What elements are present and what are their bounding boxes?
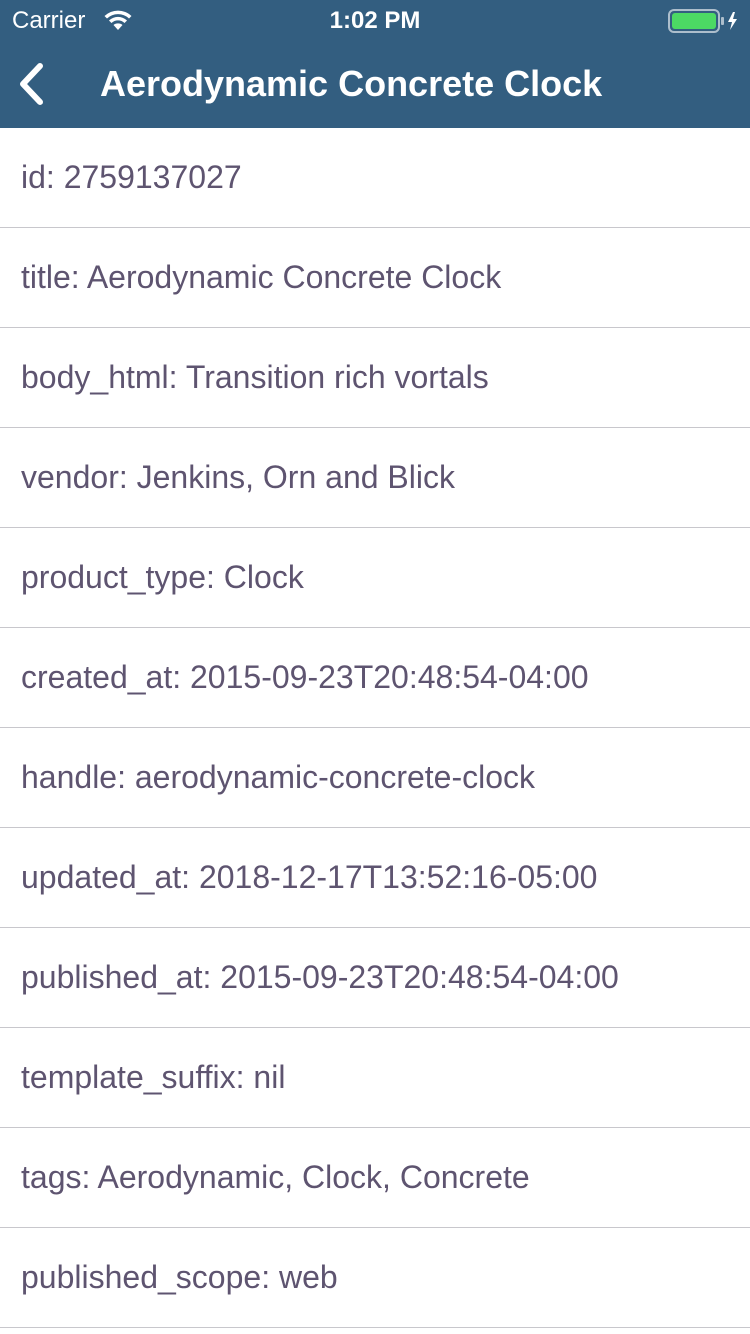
list-item-id[interactable]: id: 2759137027 [0,128,750,228]
chevron-left-icon [20,63,43,105]
product-detail-list: id: 2759137027 title: Aerodynamic Concre… [0,128,750,1328]
header: Carrier 1:02 PM Aerodynamic Concrete Clo… [0,0,750,128]
list-item-template-suffix[interactable]: template_suffix: nil [0,1028,750,1128]
list-item-label: title: Aerodynamic Concrete Clock [21,259,502,295]
battery-charging-icon [668,9,740,33]
list-item-label: vendor: Jenkins, Orn and Blick [21,459,455,495]
list-item-tags[interactable]: tags: Aerodynamic, Clock, Concrete [0,1128,750,1228]
list-item-handle[interactable]: handle: aerodynamic-concrete-clock [0,728,750,828]
list-item-title[interactable]: title: Aerodynamic Concrete Clock [0,228,750,328]
list-item-created-at[interactable]: created_at: 2015-09-23T20:48:54-04:00 [0,628,750,728]
list-item-label: id: 2759137027 [21,159,242,195]
list-item-label: template_suffix: nil [21,1059,286,1095]
list-item-label: tags: Aerodynamic, Clock, Concrete [21,1159,530,1195]
list-item-vendor[interactable]: vendor: Jenkins, Orn and Blick [0,428,750,528]
navigation-bar: Aerodynamic Concrete Clock [0,40,750,128]
wifi-icon [102,9,134,31]
list-item-product-type[interactable]: product_type: Clock [0,528,750,628]
back-button[interactable] [8,40,68,128]
carrier-label: Carrier [12,7,86,34]
list-item-label: updated_at: 2018-12-17T13:52:16-05:00 [21,859,598,895]
list-item-label: handle: aerodynamic-concrete-clock [21,759,536,795]
list-item-label: product_type: Clock [21,559,304,595]
list-item-published-scope[interactable]: published_scope: web [0,1228,750,1328]
list-item-body-html[interactable]: body_html: Transition rich vortals [0,328,750,428]
list-item-label: created_at: 2015-09-23T20:48:54-04:00 [21,659,589,695]
list-item-published-at[interactable]: published_at: 2015-09-23T20:48:54-04:00 [0,928,750,1028]
list-item-updated-at[interactable]: updated_at: 2018-12-17T13:52:16-05:00 [0,828,750,928]
page-title: Aerodynamic Concrete Clock [100,63,603,104]
status-bar: Carrier 1:02 PM [0,0,750,40]
status-time: 1:02 PM [329,7,421,34]
list-item-label: published_scope: web [21,1259,338,1295]
list-item-label: published_at: 2015-09-23T20:48:54-04:00 [21,959,619,995]
list-item-label: body_html: Transition rich vortals [21,359,489,395]
